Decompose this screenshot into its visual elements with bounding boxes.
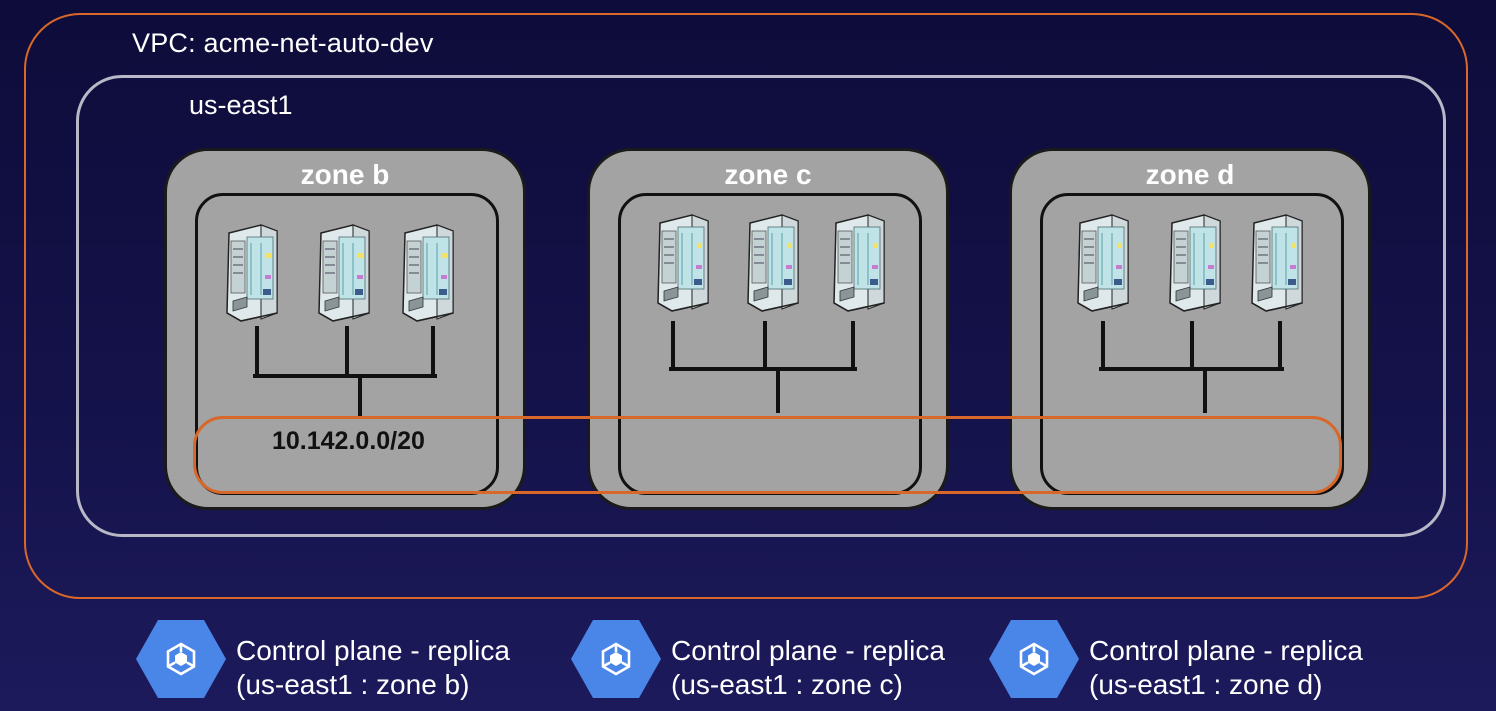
control-plane-replica-b: Control plane - replica (us-east1 : zone… — [136, 618, 556, 708]
server-icon — [1251, 214, 1303, 312]
network-links — [669, 321, 857, 413]
server-icon — [318, 224, 370, 322]
server-icon — [657, 214, 709, 312]
region-boundary — [76, 75, 1446, 537]
control-plane-title: Control plane - replica — [1089, 635, 1363, 666]
server-icon — [1077, 214, 1129, 312]
zone-d: zone d — [1009, 148, 1371, 510]
control-plane-replica-c: Control plane - replica (us-east1 : zone… — [571, 618, 991, 708]
kubernetes-engine-icon — [989, 618, 1081, 700]
control-plane-zone: (us-east1 : zone b) — [236, 669, 470, 700]
server-group — [1077, 214, 1303, 413]
server-icon — [226, 224, 278, 322]
server-icon — [1169, 214, 1221, 312]
zone-title: zone b — [300, 159, 390, 190]
subnet-cidr-label: 10.142.0.0/20 — [272, 427, 425, 455]
server-icon — [747, 214, 799, 312]
server-group — [226, 224, 454, 416]
server-icon — [833, 214, 885, 312]
subnet-ring — [193, 416, 1342, 494]
zone-title: zone d — [1145, 159, 1235, 190]
control-plane-zone: (us-east1 : zone c) — [671, 669, 903, 700]
control-plane-title: Control plane - replica — [671, 635, 945, 666]
control-plane-replica-d: Control plane - replica (us-east1 : zone… — [989, 618, 1409, 708]
server-icon — [402, 224, 454, 322]
network-links — [253, 326, 437, 416]
vpc-boundary — [24, 13, 1468, 599]
zone-title: zone c — [724, 159, 812, 190]
network-links — [1099, 321, 1284, 413]
region-label: us-east1 — [189, 90, 293, 120]
zone-b: zone b — [164, 148, 526, 510]
control-plane-title: Control plane - replica — [236, 635, 510, 666]
kubernetes-engine-icon — [136, 618, 228, 700]
vpc-label: VPC: acme-net-auto-dev — [132, 28, 434, 58]
control-plane-zone: (us-east1 : zone d) — [1089, 669, 1323, 700]
server-group — [657, 214, 885, 413]
kubernetes-engine-icon — [571, 618, 663, 700]
